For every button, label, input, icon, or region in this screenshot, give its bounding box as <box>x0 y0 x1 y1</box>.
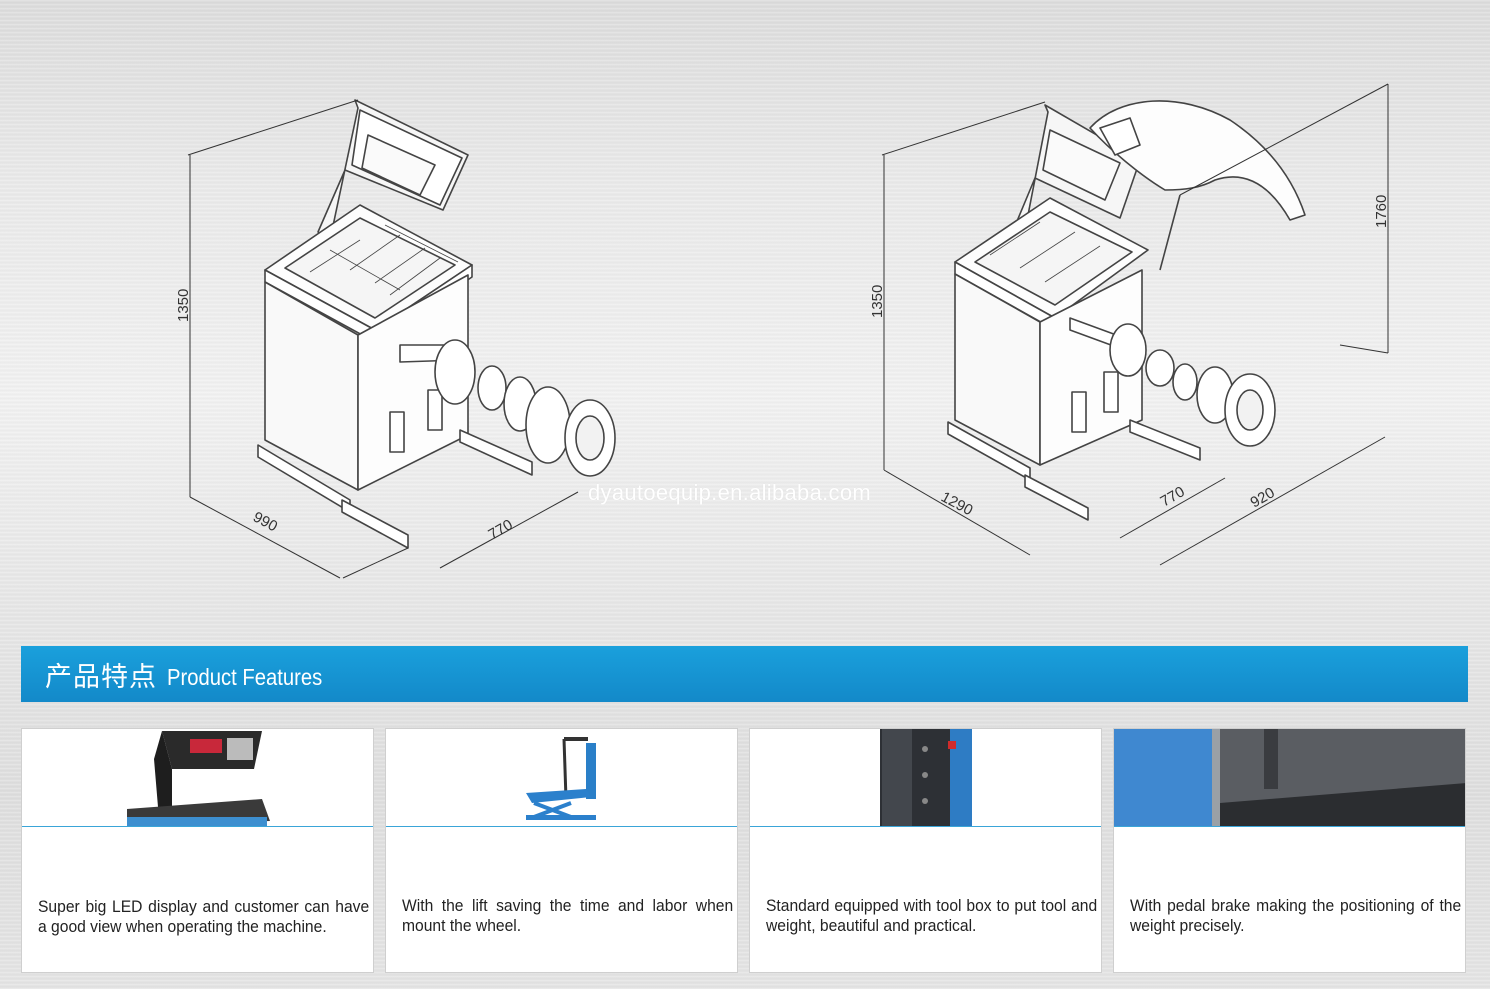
feature-card-led-display: Super big LED display and customer can h… <box>21 728 374 973</box>
right-width-label: 770 <box>1158 483 1188 510</box>
right-depth-label: 1290 <box>938 489 975 520</box>
card-divider <box>750 826 1101 827</box>
wheel-lift-icon <box>386 729 737 827</box>
banner-title-en: Product Features <box>167 663 323 690</box>
feature-card-tool-box: Standard equipped with tool box to put t… <box>749 728 1102 973</box>
left-width-label: 770 <box>486 516 516 543</box>
led-display-icon <box>22 729 373 827</box>
right-hood-height-label: 1760 <box>1373 195 1390 228</box>
left-depth-label: 990 <box>250 509 280 536</box>
tool-box-icon <box>750 729 1101 827</box>
balancer-drawing-right: 1350 1760 1290 770 920 <box>869 83 1390 566</box>
card-divider <box>1114 826 1465 827</box>
features-banner: 产品特点 Product Features <box>21 646 1468 702</box>
right-wheel-label: 920 <box>1248 484 1278 511</box>
right-height-label: 1350 <box>869 285 886 318</box>
pedal-brake-icon <box>1114 729 1465 827</box>
banner-title-zh: 产品特点 <box>45 661 157 693</box>
feature-card-pedal-brake: With pedal brake making the positioning … <box>1113 728 1466 973</box>
card-divider <box>386 826 737 827</box>
card-divider <box>22 826 373 827</box>
feature-text: With the lift saving the time and labor … <box>402 896 734 935</box>
balancer-drawing-left: 1350 990 770 <box>175 99 616 579</box>
feature-text: Standard equipped with tool box to put t… <box>766 896 1098 935</box>
feature-card-wheel-lift: With the lift saving the time and labor … <box>385 728 738 973</box>
left-height-label: 1350 <box>175 289 192 322</box>
feature-text: With pedal brake making the positioning … <box>1130 896 1462 935</box>
watermark: dyautoequip.en.alibaba.com <box>588 480 872 505</box>
feature-text: Super big LED display and customer can h… <box>38 897 370 936</box>
